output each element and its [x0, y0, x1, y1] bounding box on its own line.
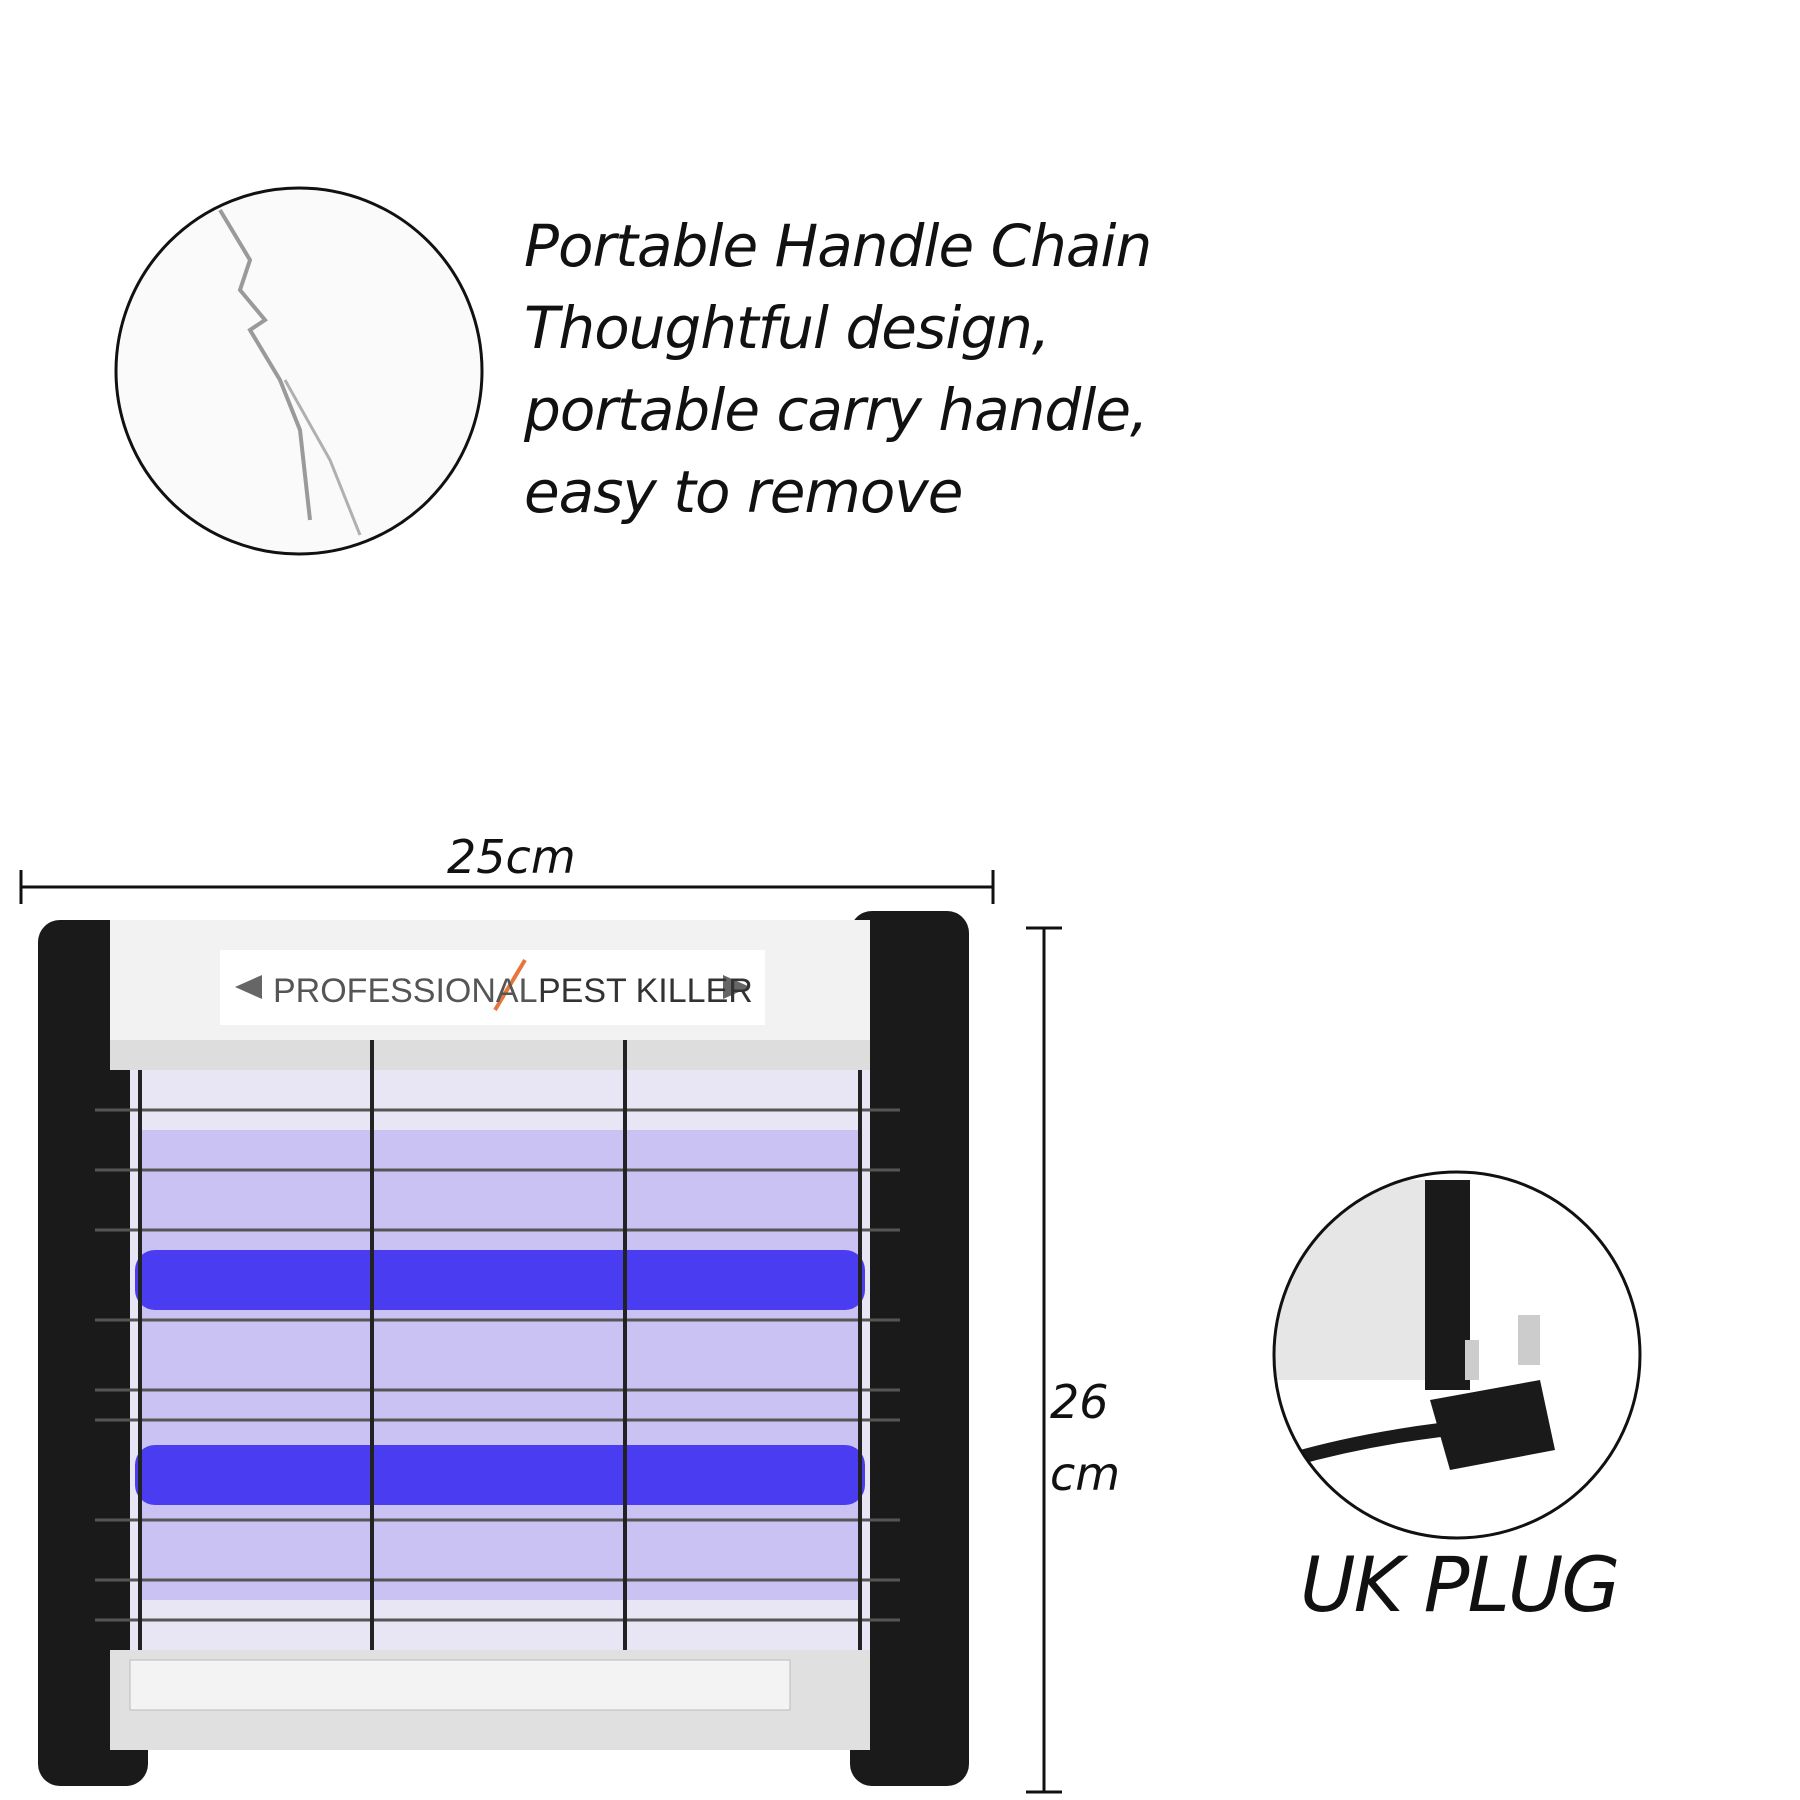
chain-icon — [218, 208, 312, 521]
feature-title: Portable Handle Chain — [524, 212, 1152, 280]
label-left: PROFESSIONAL — [273, 972, 538, 1010]
width-label: 25cm — [447, 830, 576, 884]
chain-detail-circle — [114, 186, 484, 556]
bug-zapper-device — [38, 911, 969, 1786]
height-unit-label: cm — [1050, 1447, 1121, 1501]
feature-description: Portable Handle Chain Thoughtful design,… — [524, 205, 1152, 533]
uk-plug-label: UK PLUG — [1300, 1540, 1620, 1629]
height-dimension-line — [1026, 926, 1062, 1794]
uv-tube-top — [135, 1250, 865, 1310]
feature-line: Thoughtful design, — [524, 294, 1050, 362]
feature-line: easy to remove — [524, 458, 963, 526]
feature-line: portable carry handle, — [524, 376, 1148, 444]
uv-tube-bottom — [135, 1445, 865, 1505]
wasp-logo-icon — [493, 958, 527, 1012]
plug-detail-circle — [1272, 1170, 1642, 1540]
uk-plug-icon — [1430, 1380, 1555, 1470]
width-dimension-line — [19, 870, 995, 904]
height-value-label: 26 — [1050, 1375, 1109, 1429]
label-right: PEST KILLER — [538, 972, 753, 1010]
